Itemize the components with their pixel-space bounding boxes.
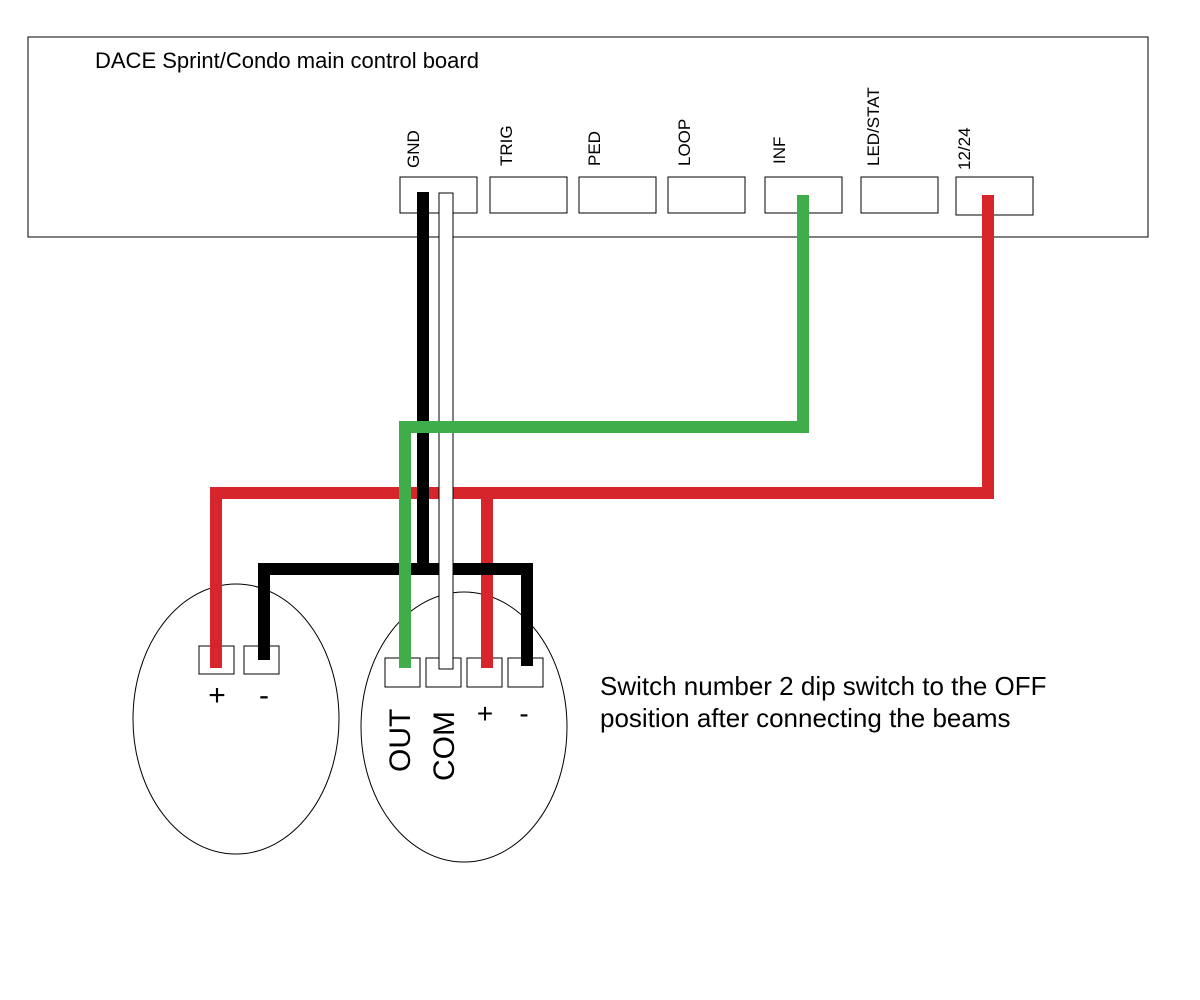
terminal-ped bbox=[578, 176, 657, 214]
left-beam-plus-label: + bbox=[208, 679, 226, 712]
right-beam-terminals bbox=[384, 657, 544, 688]
right-beam-plus-label: + bbox=[477, 698, 493, 729]
wires bbox=[210, 192, 994, 670]
right-beam-minus-terminal bbox=[507, 657, 544, 688]
right-beam-minus-label: - bbox=[519, 698, 528, 729]
green-inf-wire bbox=[399, 195, 809, 668]
red-supply-wire bbox=[210, 195, 994, 668]
left-beam-minus-label: - bbox=[259, 679, 269, 712]
terminal-label-loop: LOOP bbox=[675, 119, 694, 166]
terminal-label-12-24: 12/24 bbox=[955, 127, 974, 170]
control-board-outline bbox=[27, 36, 1149, 238]
dip-switch-note-line-2: position after connecting the beams bbox=[600, 703, 1010, 733]
right-beam-out-label: OUT bbox=[384, 709, 417, 772]
board-title: DACE Sprint/Condo main control board bbox=[95, 48, 479, 73]
control-board: DACE Sprint/Condo main control board GND… bbox=[27, 36, 1149, 238]
right-beam-com-label: COM bbox=[428, 711, 461, 781]
terminal-label-gnd: GND bbox=[404, 130, 423, 168]
terminal-label-inf: INF bbox=[770, 137, 789, 164]
terminal-12-24 bbox=[955, 176, 1034, 216]
left-beam-housing bbox=[132, 583, 340, 855]
terminal-label-trig: TRIG bbox=[497, 125, 516, 166]
terminal-label-ped: PED bbox=[585, 131, 604, 166]
right-beam-housing bbox=[360, 591, 568, 863]
terminal-loop bbox=[667, 176, 746, 214]
terminal-label-ledstat: LED/STAT bbox=[864, 87, 883, 166]
terminal-trig bbox=[489, 176, 568, 214]
dip-switch-note-line-1: Switch number 2 dip switch to the OFF bbox=[600, 671, 1047, 701]
black-ground-bus-wire bbox=[258, 563, 533, 666]
terminal-ledstat bbox=[860, 176, 939, 214]
